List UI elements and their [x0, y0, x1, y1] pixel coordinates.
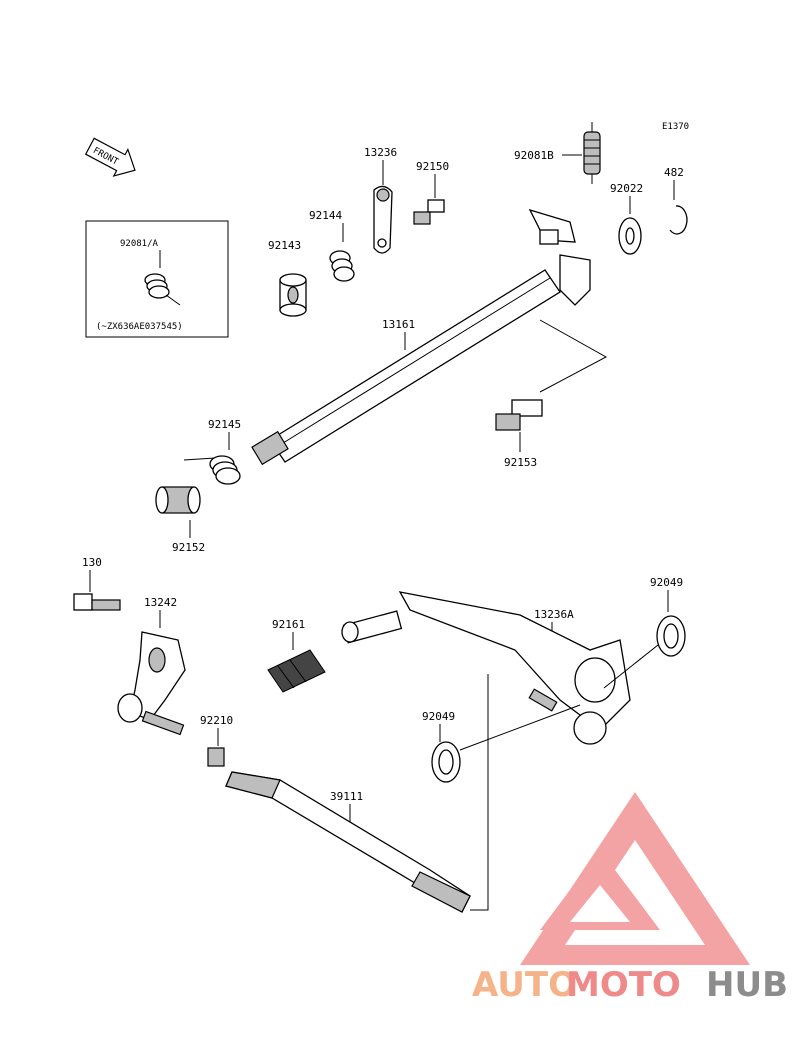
oil-seal-lower-part: [431, 741, 461, 783]
label-92081b: 92081B: [514, 149, 554, 162]
rubber-pedal-part: [267, 649, 326, 693]
label-482: 482: [664, 166, 684, 179]
inset-box: 92081/A (~ZX636AE037545): [85, 220, 229, 338]
spring-icon: [144, 273, 181, 306]
shaft-spring-part: [183, 455, 241, 485]
linkage-bolt-part: [141, 688, 558, 736]
label-13242: 13242: [144, 596, 177, 609]
circlip-part: [669, 205, 688, 235]
label-92150: 92150: [416, 160, 449, 173]
shift-lever-part: [117, 631, 186, 723]
watermark-text: AUTO MOTO HUB: [472, 965, 788, 1005]
watermark-hub: HUB: [706, 965, 788, 1005]
watermark-moto: MOTO: [566, 965, 681, 1005]
label-92144: 92144: [309, 209, 342, 222]
inset-note: (~ZX636AE037545): [96, 322, 183, 332]
label-92143: 92143: [268, 239, 301, 252]
label-92153: 92153: [504, 456, 537, 469]
return-spring-part: [583, 122, 601, 184]
shift-shaft-part: [251, 208, 591, 466]
shift-arm-part: [373, 185, 393, 254]
bushing-part: [155, 486, 201, 514]
label-39111: 39111: [330, 790, 363, 803]
watermark-auto: AUTO: [472, 965, 577, 1005]
spring-part: [329, 250, 355, 282]
watermark-logo: [520, 792, 750, 965]
inset-part-label: 92081/A: [120, 239, 159, 249]
oil-seal-part: [656, 615, 686, 657]
diagram-code: E1370: [662, 122, 689, 132]
label-92152: 92152: [172, 541, 205, 554]
label-13161: 13161: [382, 318, 415, 331]
shift-pedal-part: [341, 591, 631, 745]
label-130: 130: [82, 556, 102, 569]
label-92022: 92022: [610, 182, 643, 195]
hex-bolt-part: [73, 593, 121, 611]
label-92210: 92210: [200, 714, 233, 727]
stopper-bolt-part: [495, 399, 543, 431]
label-92145: 92145: [208, 418, 241, 431]
front-arrow-icon: FRONT: [84, 137, 136, 177]
nut-part: [207, 747, 225, 767]
label-92049-upper: 92049: [650, 576, 683, 589]
label-13236: 13236: [364, 146, 397, 159]
label-92161: 92161: [272, 618, 305, 631]
washer-part: [618, 217, 642, 255]
bolt-part: [413, 199, 445, 225]
tie-rod-part: [225, 771, 471, 913]
collar-part: [279, 273, 307, 317]
label-92049-lower: 92049: [422, 710, 455, 723]
label-13236a: 13236A: [534, 608, 574, 621]
